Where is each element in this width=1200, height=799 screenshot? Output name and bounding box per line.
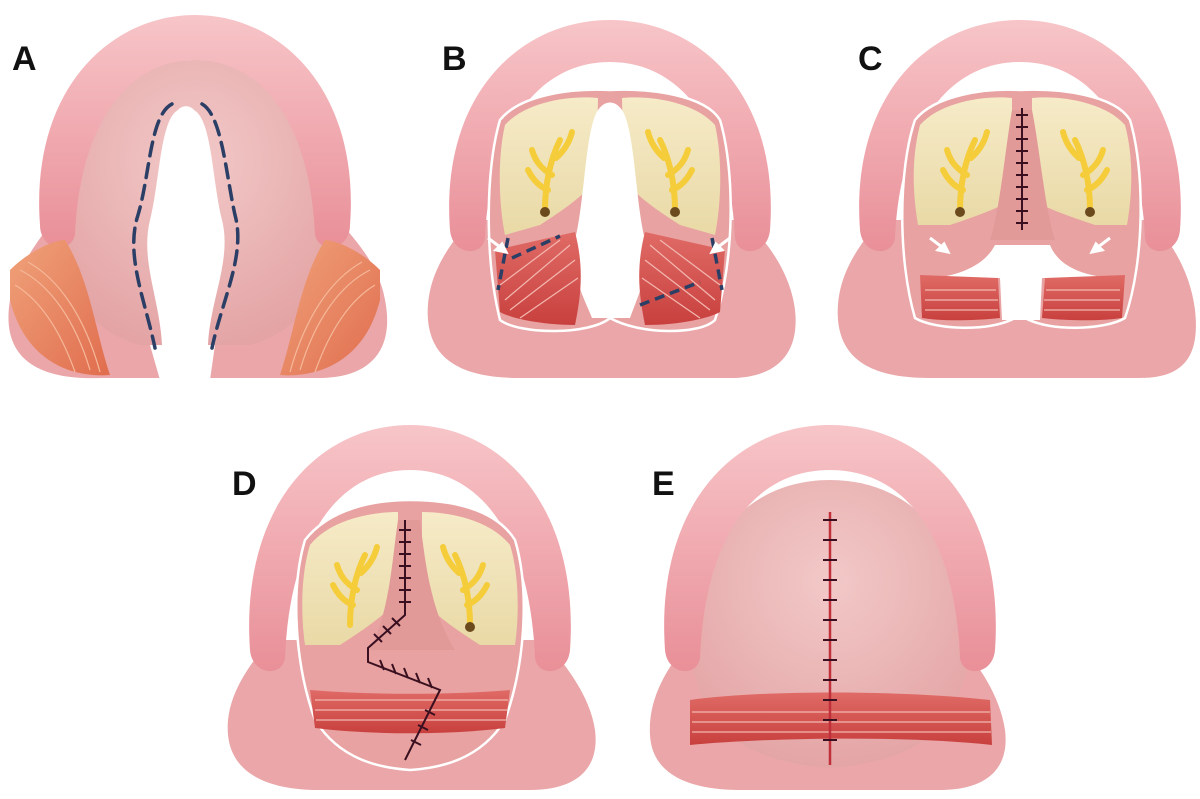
cleft-gap [147, 106, 225, 345]
gum-arch [664, 425, 996, 672]
muscle-band [690, 692, 992, 745]
incision-line [132, 102, 240, 350]
arrow-right [1089, 236, 1111, 255]
bone-right [422, 512, 518, 645]
nerve-right [440, 544, 490, 628]
lower-gap [150, 345, 215, 380]
panel-label-b: B [442, 40, 467, 78]
incision-left [496, 234, 561, 291]
bone-left [302, 512, 398, 645]
arrow-left [929, 236, 951, 255]
panel-label-e: E [652, 465, 675, 503]
nerve-right [645, 129, 695, 213]
nerve-left [940, 129, 990, 213]
panel-c: C [837, 20, 1196, 378]
muscle-right [280, 240, 380, 376]
suture-midline [823, 512, 837, 765]
panel-label-c: C [858, 40, 883, 78]
muscle-band [310, 690, 510, 734]
muscle-left [920, 275, 1000, 321]
panel-b: B [427, 20, 796, 378]
panel-a: A [8, 15, 388, 380]
gum-arch [859, 20, 1181, 252]
gum-arch [39, 15, 351, 248]
arrow-right [709, 236, 731, 255]
gum-arch [449, 20, 771, 252]
cleft-gap [573, 102, 647, 318]
nerve-left [330, 544, 380, 628]
gum-arch [249, 425, 571, 672]
muscle-right [1042, 275, 1125, 321]
panel-label-a: A [12, 40, 37, 78]
cleft-gap [935, 245, 1110, 320]
panel-d: D [227, 425, 596, 790]
panel-e: E [649, 425, 1006, 790]
arrow-left [487, 236, 509, 255]
panel-label-d: D [232, 465, 257, 503]
nerve-left [525, 129, 575, 213]
suture-midline [1016, 108, 1028, 230]
suture-z-plasty [367, 520, 442, 761]
muscle-left [10, 240, 110, 376]
muscle-right [639, 232, 725, 325]
midline-flap [370, 520, 455, 650]
nerve-right [1060, 129, 1110, 213]
